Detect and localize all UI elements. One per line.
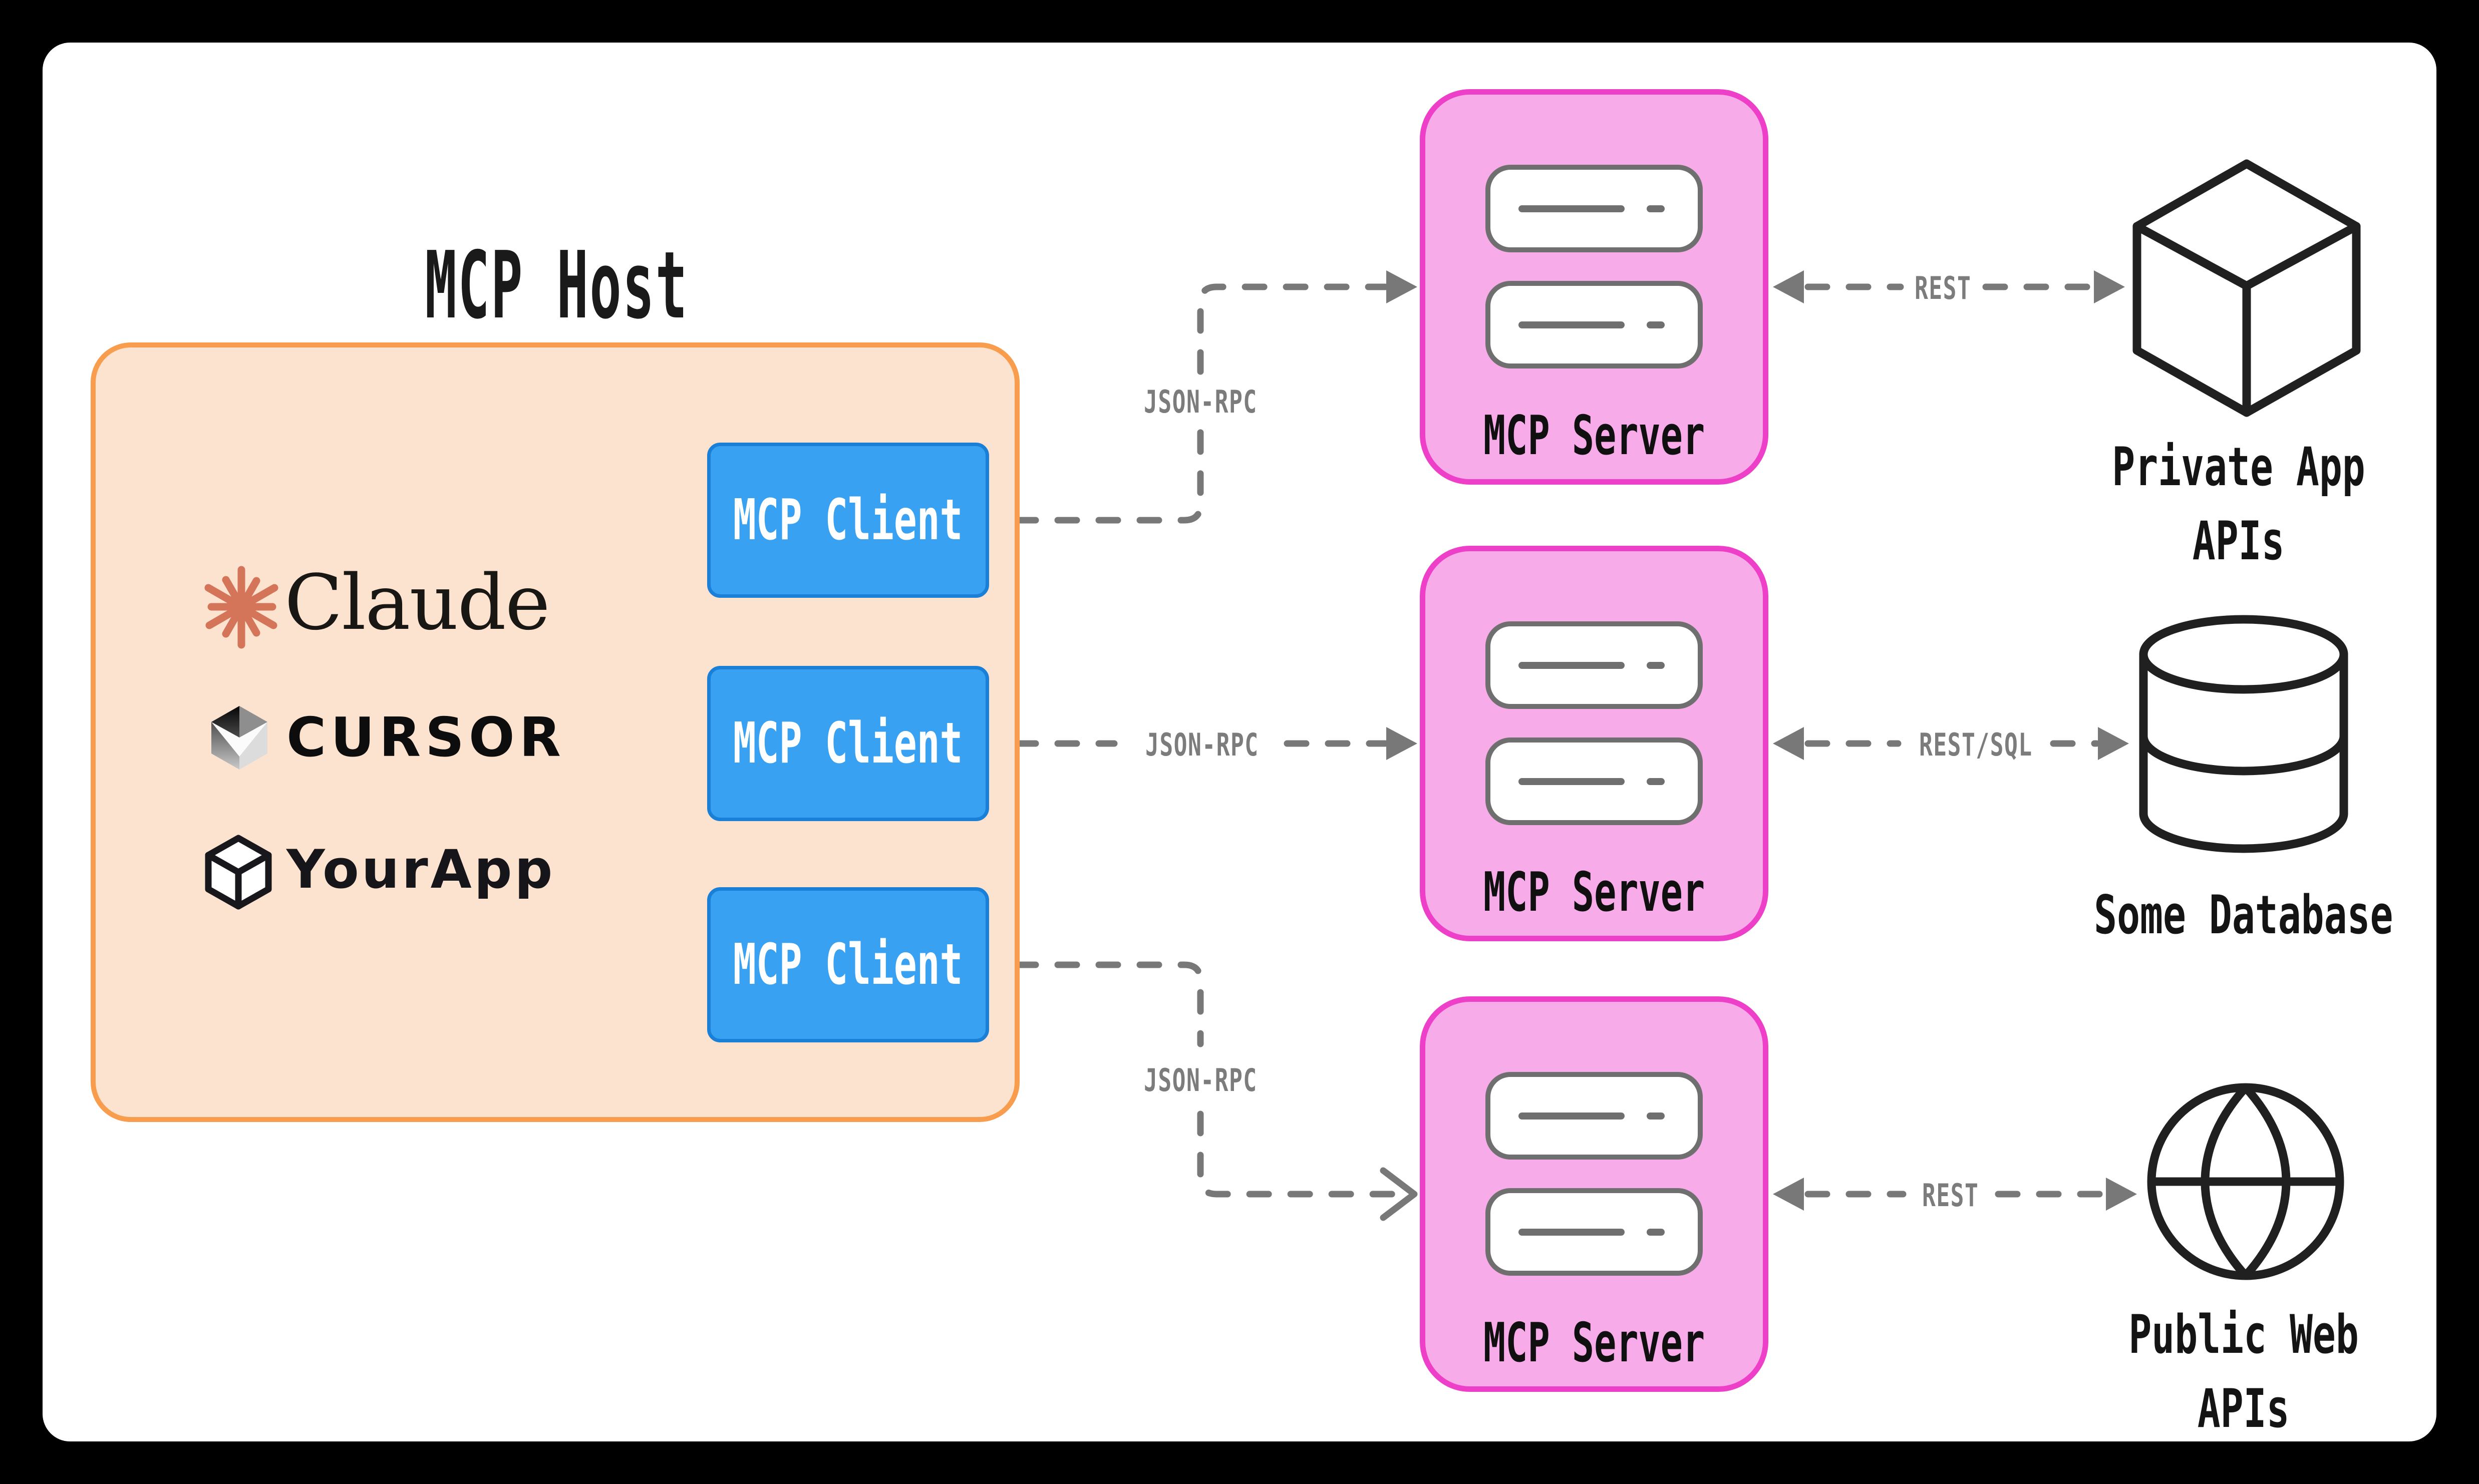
resource-label-public-web-apis: Public Web APIs [1993, 1308, 2479, 1435]
wire-label-json-rpc-1: JSON-RPC [1143, 384, 1258, 420]
resource-label-private-app-apis: Private App APIs [1988, 441, 2479, 568]
app-item-cursor: CURSOR [286, 711, 565, 765]
wire-label-rest-1: REST [1915, 270, 1972, 306]
claude-starburst-icon [204, 566, 278, 649]
yourapp-label: YourApp [286, 839, 555, 900]
mcp-server-box-3: MCP Server [1420, 996, 1768, 1392]
cube-icon [2132, 159, 2361, 417]
resource-3-line2: APIs [2198, 1378, 2290, 1439]
server-rack-icon [1485, 165, 1703, 252]
server-rack-icon [1485, 1072, 1703, 1160]
cursor-cube-icon [211, 706, 267, 770]
yourapp-cube-icon [205, 835, 272, 910]
server-rack-icon [1485, 281, 1703, 368]
mcp-server-1-label: MCP Server [1483, 405, 1705, 467]
resource-1-line2: APIs [2193, 510, 2285, 572]
resource-3-line1: Public Web [2128, 1304, 2359, 1365]
server-rack-icon [1485, 1188, 1703, 1276]
app-item-claude: Claude [284, 565, 550, 641]
resource-1-line1: Private App [2112, 436, 2365, 498]
mcp-client-1-label: MCP Client [733, 488, 963, 553]
app-item-yourapp: YourApp [286, 843, 555, 896]
resource-2-line1: Some Database [2094, 884, 2393, 946]
mcp-client-box-2: MCP Client [707, 666, 989, 821]
mcp-client-2-label: MCP Client [733, 711, 963, 776]
wire-label-rest-sql: REST/SQL [1919, 726, 2033, 763]
mcp-client-3-label: MCP Client [733, 932, 963, 997]
host-title-text: MCP Host [425, 231, 689, 339]
globe-icon [2147, 1083, 2344, 1280]
database-icon [2139, 615, 2348, 853]
mcp-server-2-label: MCP Server [1483, 861, 1705, 924]
wire-label-json-rpc-2: JSON-RPC [1145, 726, 1259, 763]
server-rack-icon [1485, 737, 1703, 825]
wire-label-rest-3: REST [1922, 1177, 1979, 1214]
resource-2-line2 [1993, 963, 2479, 1016]
resource-label-some-database: Some Database [1993, 889, 2479, 1016]
claude-label: Claude [284, 558, 550, 647]
mcp-server-3-label: MCP Server [1483, 1312, 1705, 1374]
mcp-server-box-1: MCP Server [1420, 89, 1768, 485]
mcp-client-box-3: MCP Client [707, 887, 989, 1042]
mcp-server-box-2: MCP Server [1420, 546, 1768, 941]
wire-label-json-rpc-3: JSON-RPC [1143, 1062, 1258, 1098]
mcp-client-box-1: MCP Client [707, 443, 989, 598]
server-rack-icon [1485, 621, 1703, 709]
cursor-label: CURSOR [286, 706, 565, 769]
host-title: MCP Host [326, 239, 776, 332]
